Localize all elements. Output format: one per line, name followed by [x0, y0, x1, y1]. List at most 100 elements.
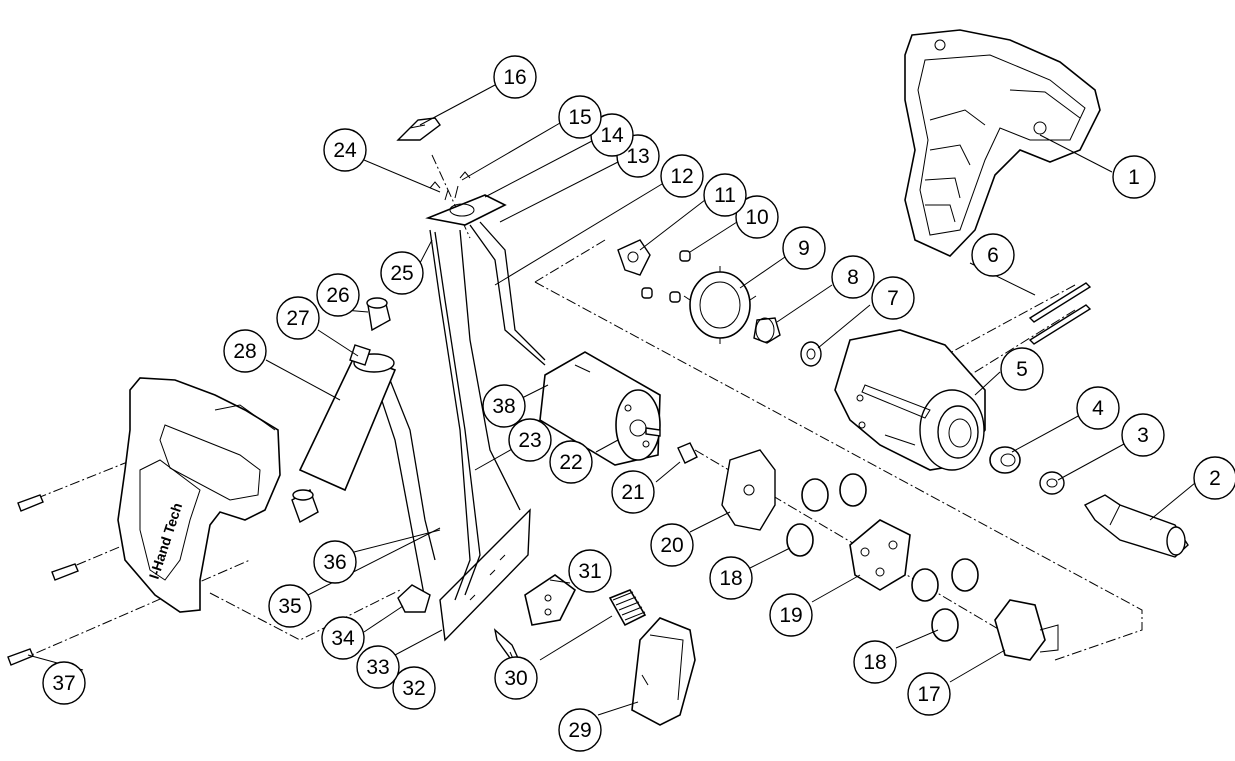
part-30-spring	[608, 589, 647, 627]
wires	[374, 221, 546, 601]
callout-6-label: 6	[987, 244, 999, 267]
callout-32: 32	[392, 666, 436, 710]
part-9-ring-gear	[683, 266, 757, 344]
leader-lines	[27, 84, 1196, 716]
callout-4: 4	[1076, 386, 1120, 430]
callout-7: 7	[871, 276, 915, 320]
part-5-gearbox-housing	[834, 329, 986, 471]
part-7-washer	[800, 341, 822, 367]
part-20-gear-plate	[721, 449, 776, 531]
callout-14-label: 14	[600, 124, 624, 147]
callout-28: 28	[223, 329, 267, 373]
callout-31-label: 31	[578, 560, 601, 583]
callout-18b-label: 18	[863, 651, 886, 674]
callout-37-label: 37	[52, 672, 75, 695]
part-34-connector	[397, 584, 431, 613]
part-19-planet-carrier	[849, 519, 911, 591]
callout-38-label: 38	[492, 395, 515, 418]
part-36-battery-end-cap	[291, 488, 319, 524]
callout-22: 22	[549, 440, 593, 484]
callout-29-label: 29	[568, 719, 591, 742]
callout-15: 15	[558, 95, 602, 139]
callout-24: 24	[323, 128, 367, 172]
callout-27: 27	[276, 296, 320, 340]
callout-34-label: 34	[331, 627, 355, 650]
callout-36: 36	[313, 540, 357, 584]
callout-25-label: 25	[390, 262, 413, 285]
part-28-battery	[298, 344, 397, 492]
part-15-contacts	[429, 171, 471, 189]
callout-11: 11	[703, 173, 747, 217]
part-3-washer	[1039, 471, 1065, 495]
part-18-planet-gears-lower	[911, 558, 979, 642]
callout-2-label: 2	[1209, 467, 1221, 490]
part-2-bit-holder	[1083, 494, 1189, 558]
callout-37: 37	[42, 661, 86, 705]
part-37-screws	[7, 494, 79, 666]
part-16-switch-button	[396, 117, 441, 141]
callout-38: 38	[482, 384, 526, 428]
callout-9: 9	[782, 226, 826, 270]
callout-2: 2	[1193, 456, 1235, 500]
callout-26: 26	[316, 273, 360, 317]
callout-8-label: 8	[847, 266, 859, 289]
part-11-switch-plate	[617, 239, 651, 276]
callout-6: 6	[971, 233, 1015, 277]
callout-3-label: 3	[1137, 424, 1149, 447]
part-31-micro-switch	[524, 574, 577, 626]
callout-10-label: 10	[745, 206, 768, 229]
callout-26-label: 26	[326, 284, 349, 307]
callout-32-label: 32	[402, 677, 425, 700]
callout-5: 5	[1000, 347, 1044, 391]
part-29-trigger	[631, 617, 696, 726]
callout-19: 19	[769, 593, 813, 637]
callout-21-label: 21	[621, 481, 644, 504]
callout-34: 34	[321, 616, 365, 660]
callout-11-label: 11	[714, 184, 736, 207]
part-8-bushing	[753, 317, 781, 344]
callout-17: 17	[907, 672, 951, 716]
callout-4-label: 4	[1092, 397, 1104, 420]
part-24-terminals	[444, 185, 459, 201]
callout-12-label: 12	[670, 165, 693, 188]
callout-20: 20	[650, 523, 694, 567]
part-23-board	[439, 508, 531, 642]
callout-23-label: 23	[518, 429, 541, 452]
callout-30-label: 30	[504, 667, 527, 690]
callout-9-label: 9	[798, 237, 810, 260]
callout-18b: 18	[853, 640, 897, 684]
callout-28-label: 28	[233, 340, 256, 363]
callout-29: 29	[558, 708, 602, 752]
callout-8: 8	[831, 255, 875, 299]
callout-10: 10	[735, 195, 779, 239]
callout-31: 31	[568, 549, 612, 593]
part-32-pin	[493, 628, 520, 659]
part-1-right-housing	[904, 29, 1101, 257]
callout-13-label: 13	[626, 145, 649, 168]
callout-36-label: 36	[323, 551, 346, 574]
callout-33: 33	[356, 645, 400, 689]
part-14-switch-plate	[425, 194, 507, 226]
callout-3: 3	[1121, 413, 1165, 457]
callout-22-label: 22	[559, 451, 582, 474]
callout-15-label: 15	[568, 106, 591, 129]
callout-18a: 18	[709, 556, 753, 600]
part-22-motor	[539, 351, 661, 466]
callout-1: 1	[1112, 155, 1156, 199]
part-10-pins	[641, 250, 691, 303]
callout-23: 23	[508, 418, 552, 462]
part-18-planet-gears-upper	[786, 473, 867, 557]
callout-5-label: 5	[1016, 358, 1028, 381]
part-6-rods	[1028, 282, 1092, 345]
callout-33-label: 33	[366, 656, 389, 679]
callout-30: 30	[494, 656, 538, 700]
callout-16-label: 16	[503, 66, 526, 89]
callout-35: 35	[268, 584, 312, 628]
callout-12: 12	[660, 154, 704, 198]
callout-35-label: 35	[278, 595, 301, 618]
part-17-output-carrier	[994, 599, 1059, 661]
part-26-battery-cap	[366, 297, 391, 332]
callout-21: 21	[611, 470, 655, 514]
callout-17-label: 17	[917, 683, 940, 706]
